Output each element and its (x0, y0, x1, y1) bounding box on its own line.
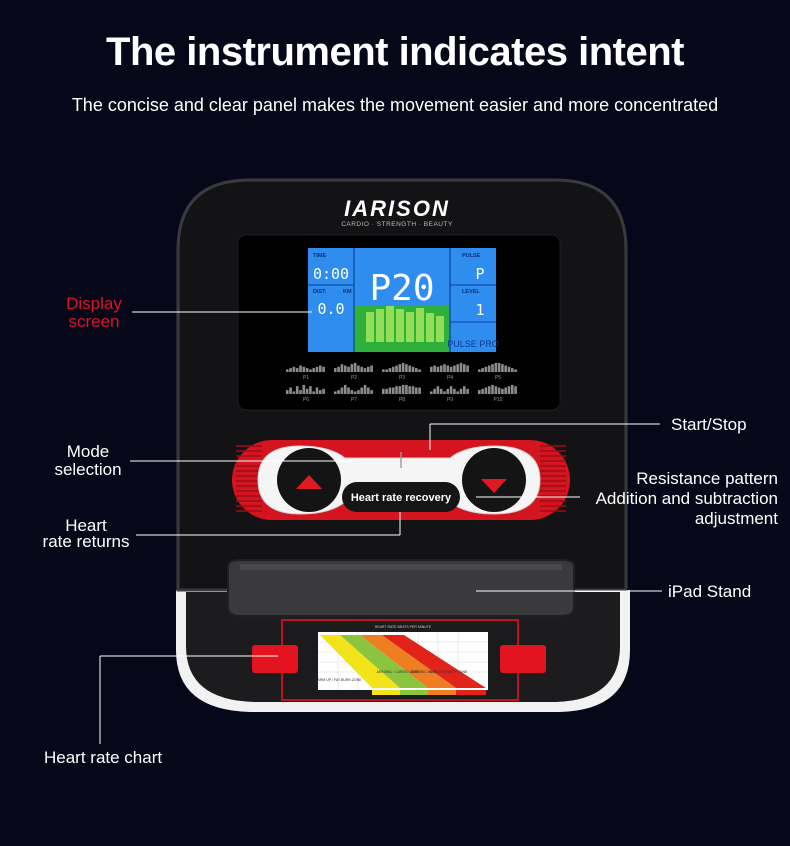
ipad-stand (227, 559, 575, 617)
callout-resistance-line2: Addition and subtraction (595, 489, 778, 508)
callout-mode-selection: Mode selection (50, 443, 126, 479)
callout-heart-rate-chart: Heart rate chart (44, 748, 163, 767)
callout-mode-line2: selection (54, 460, 122, 479)
callout-display-screen: Display screen (64, 295, 124, 331)
svg-text:PULSE PRO: PULSE PRO (447, 339, 499, 349)
svg-text:AEROBIC ZONE: AEROBIC ZONE (411, 670, 438, 674)
svg-text:KM: KM (343, 289, 352, 295)
callout-heart-rate-returns: Heart rate returns (38, 516, 134, 551)
program-label: P7 (351, 397, 357, 403)
svg-text:HEART RATE BEATS PER MINUTE: HEART RATE BEATS PER MINUTE (375, 625, 432, 629)
callout-lines (99, 311, 662, 744)
decrease-arrow-icon (481, 479, 507, 493)
callout-display-line2: screen (68, 312, 120, 331)
program-label: P1 (303, 375, 309, 381)
svg-text:AEROBIC / CARDIO ZONE: AEROBIC / CARDIO ZONE (377, 670, 421, 674)
svg-text:HIGH INTENSITY ZONE: HIGH INTENSITY ZONE (429, 670, 468, 674)
left-handle-pad (252, 645, 298, 673)
program-label: P5 (495, 375, 501, 381)
callout-heart-line2: rate returns (42, 532, 130, 551)
brand-logo: IARISON (344, 196, 450, 221)
svg-text:LEVEL: LEVEL (462, 289, 480, 295)
callout-ipad-stand: iPad Stand (668, 582, 752, 601)
svg-text:P: P (475, 265, 484, 283)
callout-resistance-line3: adjustment (694, 509, 778, 528)
program-label: P6 (303, 397, 309, 403)
svg-text:0:00: 0:00 (313, 265, 349, 283)
svg-text:0.0: 0.0 (317, 300, 344, 318)
svg-text:DIST.: DIST. (313, 289, 327, 295)
brand-tagline: CARDIO · STRENGTH · BEAUTY (341, 221, 453, 228)
control-pad: Heart rate recovery (232, 440, 570, 520)
callout-start-stop: Start/Stop (671, 415, 747, 434)
headline: The instrument indicates intent (106, 30, 684, 74)
heart-rate-chart-panel: HEART RATE BEATS PER MINUTE WARM UP / FA… (252, 619, 546, 701)
program-label: P9 (447, 397, 453, 403)
lcd-screen: TIME 0:00 DIST. KM 0.0 P20 PULSE P LEVEL… (308, 248, 499, 352)
svg-text:WARM UP / FAT BURN ZONE: WARM UP / FAT BURN ZONE (314, 678, 362, 682)
program-label: P8 (399, 397, 405, 403)
callout-heart-line1: Heart (65, 516, 107, 535)
callout-resistance: Resistance pattern Addition and subtract… (596, 469, 778, 529)
right-handle-pad (500, 645, 546, 673)
callout-resistance-line1: Resistance pattern (636, 469, 778, 488)
program-label: P3 (399, 375, 405, 381)
svg-text:1: 1 (475, 301, 484, 319)
svg-text:TIME: TIME (313, 253, 326, 259)
svg-text:P20: P20 (369, 268, 434, 309)
program-label: P4 (447, 375, 453, 381)
svg-text:Heart rate recovery: Heart rate recovery (351, 492, 452, 504)
program-label: P10 (494, 397, 503, 403)
program-label: P2 (351, 375, 357, 381)
increase-arrow-icon (296, 475, 322, 489)
callout-display-line1: Display (66, 294, 122, 313)
subline: The concise and clear panel makes the mo… (71, 95, 719, 115)
svg-text:PULSE: PULSE (462, 253, 481, 259)
callout-mode-line1: Mode (66, 442, 110, 461)
